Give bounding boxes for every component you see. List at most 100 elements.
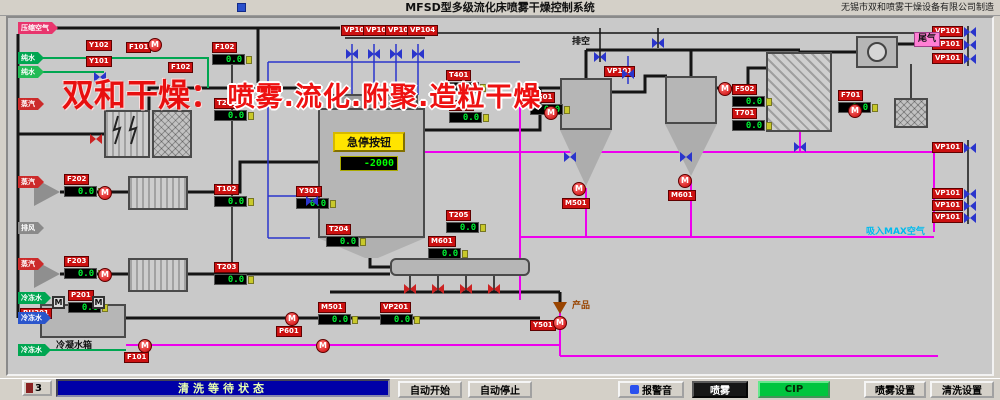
labelled-valve[interactable]: VP101 [932,53,977,64]
control-button[interactable]: 报警音 [618,381,684,398]
pump-icon[interactable]: M [553,316,567,330]
valve-icon[interactable] [368,44,380,59]
instrument-tag: T701 [732,108,758,119]
labelled-valve[interactable]: VP101 [932,26,977,37]
bowtie-glyph [964,53,977,64]
unit-chip [766,97,772,106]
pump-icon[interactable]: M [285,312,299,326]
unit-chip [483,113,489,122]
unit-chip [480,83,486,92]
unit-chip [248,111,254,120]
control-button[interactable]: CIP [758,381,830,398]
instrument-tag: T204 [326,224,352,235]
page-indicator[interactable]: 3 [22,380,52,396]
bowtie-glyph [794,142,806,152]
valve-icon[interactable] [346,44,358,59]
unit-chip [360,237,366,246]
display-value: 0.0 [318,314,352,325]
instrument-tag: M501 [562,198,590,209]
pump-icon[interactable]: M [138,339,152,353]
bowtie-glyph [412,49,424,59]
valve-tag: VP101 [932,26,964,37]
valve-icon[interactable] [432,279,444,294]
bowtie-glyph [488,284,500,294]
valve-icon[interactable] [680,147,692,162]
valve-icon[interactable] [652,33,664,48]
valve-icon[interactable] [460,279,472,294]
instrument-tag: F102 [212,42,238,53]
pump-icon[interactable]: M [148,38,162,52]
diagram-label: 冷凝水箱 [56,341,93,351]
display-value: 0.0 [214,110,248,121]
display-value: 0.0 [64,186,98,197]
pump-icon[interactable]: M [718,82,732,96]
valve-icon[interactable] [794,137,806,152]
pump-icon[interactable]: M [848,104,862,118]
control-button[interactable]: 自动开始 [398,381,462,398]
page-icon [26,383,33,393]
motor-icon[interactable]: M [52,296,65,309]
pump-icon[interactable]: M [316,339,330,353]
control-button[interactable]: 喷雾设置 [864,381,926,398]
control-button[interactable]: 喷雾 [692,381,748,398]
bowtie-glyph [346,49,358,59]
control-button[interactable]: 清洗设置 [930,381,994,398]
diagram-label: 吸入MAX空气 [866,227,925,237]
motor-icon[interactable]: M [92,296,105,309]
labelled-valve[interactable]: VP101 [932,212,977,223]
bowtie-glyph [964,39,977,50]
process-display: T501 0.0 [449,92,489,123]
labelled-valve[interactable]: VP101 [932,188,977,199]
valve-icon[interactable] [594,47,606,62]
process-display: T203 0.0 [214,254,254,285]
labelled-valve[interactable]: VP101 [932,142,977,153]
labelled-valve[interactable]: VP101 [932,39,977,50]
valve-icon[interactable] [94,67,106,82]
page-number: 3 [35,382,42,394]
instrument-tag: T501 [449,100,475,111]
bowtie-glyph [622,69,634,79]
heating-element-icon [112,115,138,145]
instrument-tag: F701 [838,90,864,101]
valve-icon[interactable] [404,279,416,294]
valve-icon[interactable] [412,44,424,59]
bowtie-glyph [964,142,977,153]
pump-icon[interactable]: M [678,174,692,188]
valve-icon[interactable] [622,64,634,79]
valve-tag: VP101 [932,188,964,199]
control-button[interactable]: 自动停止 [468,381,532,398]
product-arrow-icon [553,302,567,314]
valve-icon[interactable] [488,279,500,294]
valve-icon[interactable] [390,44,402,59]
pump-icon[interactable]: M [544,106,558,120]
bowtie-glyph [404,284,416,294]
bowtie-glyph [368,49,380,59]
pump-icon[interactable]: M [572,182,586,196]
window-icon [237,3,246,12]
display-value: 0.0 [64,268,98,279]
valve-icon[interactable] [306,191,318,206]
instrument-tag: F101 [124,352,150,363]
labelled-valve[interactable]: VP101 [932,200,977,211]
recovery-filter-box [894,98,928,128]
valve-icon[interactable] [564,147,576,162]
bowtie-glyph [390,49,402,59]
bowtie-glyph [680,152,692,162]
valve-icon[interactable] [90,129,102,144]
process-display: T201 0.0 [214,90,254,121]
valve-tag: VP101 [932,200,964,211]
pump-icon[interactable]: M [98,268,112,282]
bowtie-glyph [594,52,606,62]
emergency-stop-button[interactable]: 急停按钮 [333,132,405,152]
instrument-tag: T201 [214,98,240,109]
condenser [766,52,832,132]
pump-icon[interactable]: M [98,186,112,200]
process-display: T701 0.0 [732,100,772,131]
status-text: 清洗等待状态 [178,382,268,395]
air-heater [104,110,150,158]
drying-chamber [318,108,425,238]
utility-flow-tag: 蒸汽 [18,98,44,110]
bowtie-glyph [964,212,977,223]
bowtie-glyph [460,284,472,294]
